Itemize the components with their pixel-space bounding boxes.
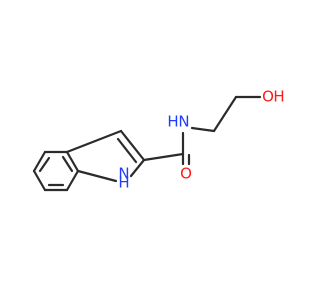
bond-c7-c6: [32, 150, 47, 173]
bond-c6-c5: [32, 169, 47, 192]
bond-c3a-c7a-double: [61, 155, 74, 173]
atom-oxygen-hydroxyl: O: [262, 88, 274, 106]
bond-c4-c3a: [65, 169, 80, 192]
bond-c7-c6-double: [38, 156, 51, 173]
bond-n-ch2: [190, 126, 216, 133]
atom-oxygen-carbonyl: O: [180, 165, 192, 183]
atom-nitrogen-ring: N: [118, 165, 129, 183]
atom-nitrogen-amide: N: [178, 113, 189, 131]
atom-oxygen-hydroxyl-h: H: [273, 88, 284, 106]
bonds: [32, 95, 262, 192]
atom-nitrogen-ring-h: H: [118, 174, 129, 192]
atom-nitrogen-amide-h: H: [167, 113, 178, 131]
bond-n1-c3a: [76, 169, 118, 183]
bond-c3a-c7a: [65, 150, 80, 173]
bond-c3-c2-double: [116, 137, 138, 164]
bond-c2-carbonyl: [142, 152, 185, 162]
molecule-structure: N H O H O N H: [32, 88, 285, 192]
bond-c7a-c3: [65, 129, 123, 154]
bond-ch2-ch2: [212, 95, 238, 133]
bond-c2-n1: [129, 158, 146, 178]
bond-c3-c2: [119, 129, 146, 162]
atom-labels: N H O H O N H: [118, 88, 284, 192]
